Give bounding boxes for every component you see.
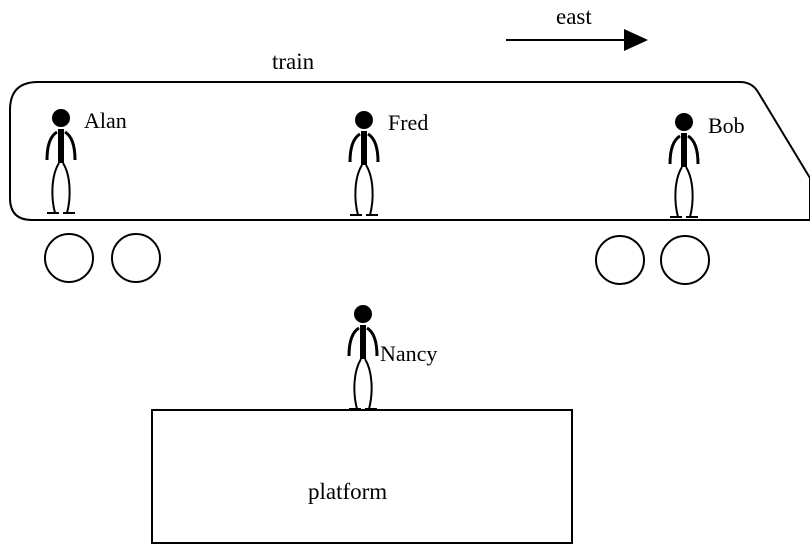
person-alan-figure [45, 107, 77, 215]
platform-box [151, 409, 573, 544]
person-nancy-figure [347, 303, 379, 411]
person-alan-label: Alan [84, 108, 127, 133]
person-bob-figure [668, 111, 700, 219]
train-label: train [272, 49, 315, 74]
person-nancy-label: Nancy [380, 341, 437, 366]
person-bob-label: Bob [708, 113, 745, 138]
wheel [44, 233, 94, 283]
wheel [660, 235, 710, 285]
wheel [595, 235, 645, 285]
platform-label: platform [308, 479, 387, 504]
wheel [111, 233, 161, 283]
east-arrow [506, 29, 648, 51]
east-label: east [556, 4, 592, 29]
train-body [9, 81, 810, 221]
train-wheels [44, 233, 710, 285]
person-fred-label: Fred [388, 110, 428, 135]
person-fred-figure [348, 109, 380, 217]
